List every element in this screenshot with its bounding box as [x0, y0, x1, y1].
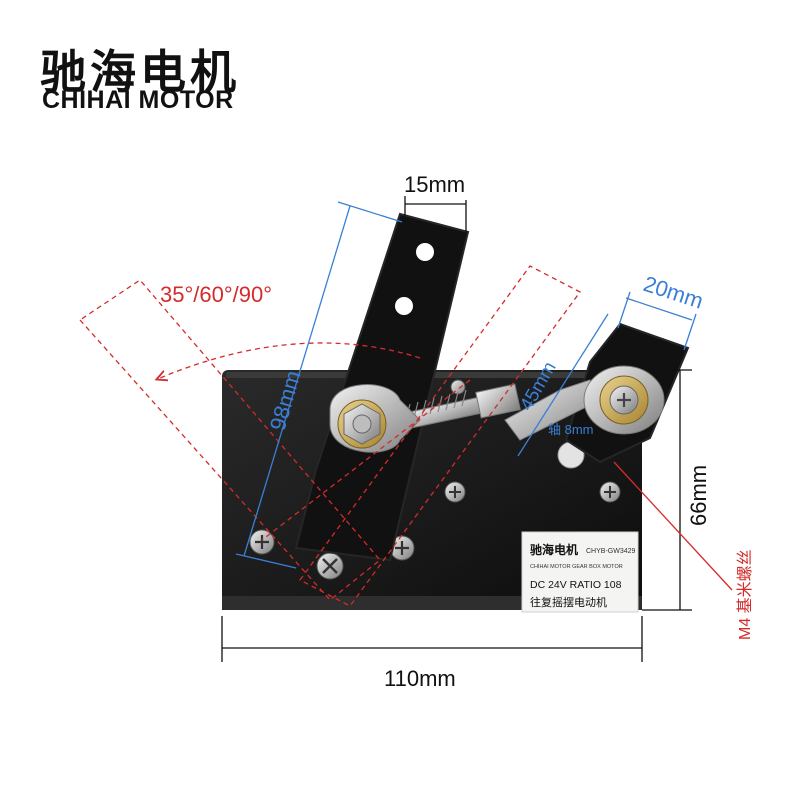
nameplate-desc: 往复摇摆电动机 [530, 595, 607, 609]
screw-icon [599, 481, 621, 503]
rod-end-right [583, 365, 665, 435]
rod-end-left [329, 384, 421, 453]
screw-callout-line [613, 461, 733, 591]
nameplate-label: 驰海电机 CHYB-GW3429 CHIHAI MOTOR GEAR BOX M… [521, 531, 639, 613]
swing-angle-label: 35°/60°/90° [160, 282, 272, 307]
brand-name-chinese: 驰海电机 [40, 45, 240, 99]
link-length-dimension [517, 313, 609, 457]
brand-name-english: CHIHAI MOTOR [42, 86, 234, 114]
screw-callout-label: M4 基米螺丝 [736, 549, 754, 640]
width-dimension [221, 616, 643, 662]
nameplate-brand: 驰海电机 [530, 542, 578, 557]
height-dimension [642, 369, 692, 611]
shaft-label: 轴 8mm [548, 422, 594, 437]
arm-length-dimension [235, 201, 403, 569]
connecting-rod [396, 379, 601, 441]
screw-icon [316, 552, 344, 580]
screw-icon [249, 529, 275, 555]
width-label: 110mm [384, 666, 456, 691]
swing-envelope [79, 265, 581, 607]
crank-width-label: 20mm [640, 271, 706, 314]
nameplate-spec: DC 24V RATIO 108 [530, 579, 622, 591]
nameplate-brand-en: CHIHAI MOTOR GEAR BOX MOTOR [530, 564, 623, 570]
height-label: 66mm [686, 465, 711, 526]
nameplate-model: CHYB-GW3429 [586, 548, 636, 555]
screw-icon [450, 379, 466, 395]
crank-width-dimension [617, 291, 697, 351]
arm-width-label: 15mm [404, 172, 465, 197]
swing-angle-arc [160, 342, 421, 378]
arm-width-dimension [404, 196, 467, 234]
screw-icon [444, 481, 466, 503]
